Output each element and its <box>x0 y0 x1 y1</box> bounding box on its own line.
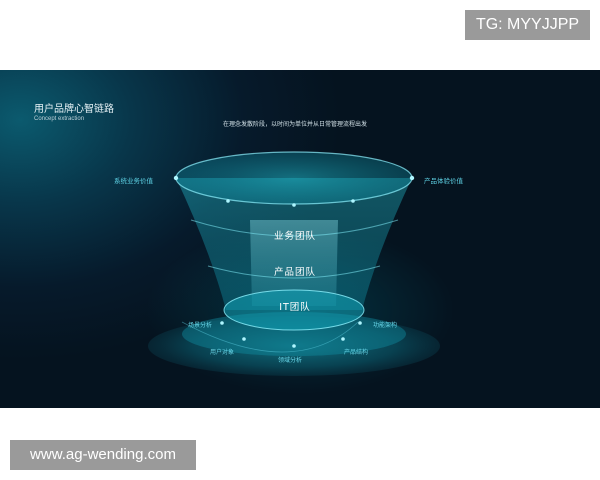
funnel-banner: 用户品牌心智链路 Concept extraction 在理念发散阶段，以时间为… <box>0 70 600 408</box>
node-dot <box>409 175 415 181</box>
node-dot <box>226 199 230 203</box>
ring-middle <box>207 265 381 279</box>
label-user-object: 用户对象 <box>210 349 235 356</box>
label-product-value: 产品体验价值 <box>424 177 463 185</box>
label-domain-analysis: 领域分析 <box>278 357 303 364</box>
node-dot <box>358 321 362 325</box>
node-dot <box>173 175 179 181</box>
funnel-graphic <box>148 151 440 376</box>
layer-product-team: 产品团队 <box>273 267 316 278</box>
center-beam <box>250 220 338 306</box>
watermark-bottom: www.ag-wending.com <box>10 440 196 470</box>
node-dot <box>351 199 355 203</box>
node-dot <box>220 321 224 325</box>
layer-it-team: IT团队 <box>279 302 311 313</box>
diagram-subtitle: Concept extraction <box>34 116 85 122</box>
label-system-value: 系统业务价值 <box>114 177 153 185</box>
diagram-title: 用户品牌心智链路 <box>34 104 114 115</box>
label-scenario-analysis: 场景分析 <box>188 322 213 329</box>
inner-base-disc <box>182 312 406 356</box>
diagram-description: 在理念发散阶段，以时间为单位并从日常管理流程出发 <box>222 121 367 128</box>
label-function-architecture: 功能架构 <box>373 322 398 329</box>
node-dot <box>242 337 246 341</box>
label-product-structure: 产品结构 <box>344 349 369 356</box>
top-disc <box>175 151 413 205</box>
node-dot <box>292 203 296 207</box>
node-dot <box>341 337 345 341</box>
ring-upper <box>190 219 399 237</box>
watermark-top: TG: MYYJJPP <box>465 10 590 40</box>
node-dot <box>292 344 296 348</box>
base-arc <box>181 321 359 353</box>
bottom-disc <box>223 289 365 331</box>
layer-business-team: 业务团队 <box>273 231 316 242</box>
